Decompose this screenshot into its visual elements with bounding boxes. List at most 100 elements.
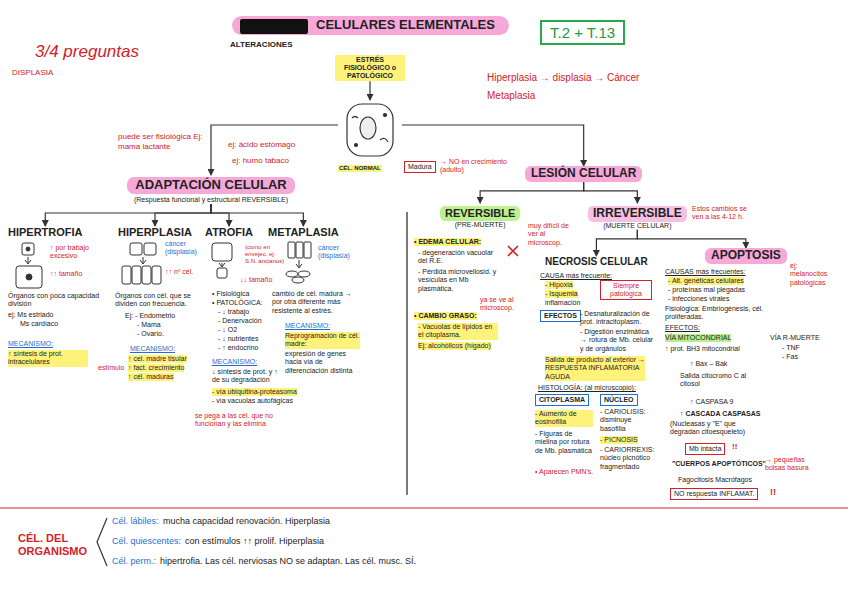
margin-note: Estos cambios se ven a las 4-12 h. [692, 205, 754, 222]
connector-arrow [211, 204, 303, 226]
body-text: cáncer (displasia) [165, 240, 205, 257]
margin-note: ej: humo tabaco [232, 156, 289, 166]
branch-heading: ADAPTACIÓN CELULAR(Respuesta funcional y… [112, 175, 310, 204]
margin-note: ↓↓ tamaño [240, 276, 272, 284]
blue-box: NÚCLEO [600, 394, 638, 406]
body-text: ↑ cel. madre tisular [128, 355, 187, 363]
node-title: Madura [408, 163, 432, 171]
body-text: Salida de producto al exterior → RESPUES… [545, 356, 645, 381]
body-text: - proteínas mal plegadas [668, 286, 745, 294]
footer-rule [0, 508, 848, 509]
topic-box: T.2 + T.13 [540, 20, 625, 45]
body-text: - vía vacuolas autofágicas [212, 397, 293, 405]
red-box: Madura [404, 161, 436, 173]
normal-cell-drawing [347, 104, 393, 156]
body-text: expresión de genes hacia vía de diferenc… [285, 350, 360, 375]
connector-arrow [480, 182, 584, 203]
node-title: IRREVERSIBLE [588, 206, 687, 222]
blue-box: EFECTOS [540, 310, 581, 322]
body-text: - Isquemia [545, 290, 578, 298]
normal-cell: CÉL. NORMAL [338, 100, 402, 172]
body-text: - Mama [137, 321, 161, 329]
body-text: - Digestión enzimática → rotura de Mb. c… [580, 328, 655, 353]
body-text: inflamación [545, 299, 580, 307]
margin-note: (como en envejec. ej: S.N. ancianos) [245, 244, 285, 266]
body-text: MECANISMO: [285, 322, 330, 330]
body-text: VÍA R-MUERTE [770, 334, 820, 342]
red-cross [508, 246, 518, 256]
node-title: NÚCLEO [604, 396, 634, 404]
blue-box: CITOPLASMA [535, 394, 589, 406]
body-text: Ej: alcohólicos (hígado) [418, 342, 491, 350]
body-text: EFECTOS: [665, 324, 700, 332]
subtype-heading: NECROSIS CELULAR [545, 256, 648, 268]
stress-note: ESTRÉS FISIOLÓGICO o PATOLÓGICO [335, 55, 405, 81]
node-title: CÉL. NORMAL [338, 165, 382, 172]
redaction-bar [240, 19, 308, 34]
body-text: ↑ prot. BH3 mitocondrial [665, 345, 740, 353]
body-text: - degeneración vacuolar del R.E. [418, 249, 503, 266]
bracket [97, 518, 107, 566]
red-box: Siempre patológica [600, 280, 652, 300]
connector-arrow [369, 81, 370, 100]
connector-arrow [211, 125, 338, 175]
margin-note: • Aparecen PMN's. [535, 468, 593, 476]
body-text: - ↑ endocrino [218, 344, 258, 352]
body-text: Cél. perm.: [112, 556, 156, 567]
connector-arrow [211, 204, 229, 226]
margin-note: CÉL. DEL ORGANISMO [18, 532, 90, 558]
body-text: ↑ CASPASA 9 [690, 398, 733, 406]
body-text: cáncer (displasia) [318, 244, 356, 261]
node-title: CITOPLASMA [539, 396, 585, 404]
body-text: (Nucleasas y "E" que degradan citoesquel… [670, 420, 765, 437]
margin-note: ej: melanocitos patológicas [790, 262, 835, 287]
body-text: Órganos con poca capacidad división [8, 292, 103, 309]
margin-note: !! [770, 487, 776, 498]
body-text: - Ovario. [137, 330, 164, 338]
margin-note: → NO en crecimiento (adulto) [440, 158, 515, 175]
body-text: Ms cardíaco [20, 320, 58, 328]
type-heading: HIPERTROFIA [8, 226, 83, 239]
body-text: • CAMBIO GRASO: [414, 312, 477, 320]
body-text: hipertrofia. Las cél. nerviosas NO se ad… [160, 556, 416, 567]
section-divider [406, 212, 407, 495]
margin-note: muy difícil de ver al microscop. [528, 222, 578, 247]
body-text: CAUSAS más frecuentes: [665, 268, 746, 276]
body-text: cambio de cél. madura → por otra diferen… [272, 290, 352, 315]
body-text: MECANISMO: [130, 345, 175, 353]
type-heading: METAPLASIA [268, 226, 339, 239]
body-text: - Figuras de mielina por rotura de Mb. p… [535, 430, 593, 455]
body-text: con estímulos ↑↑ prolif. Hiperplasia [185, 536, 324, 547]
body-text: - PICNOSIS [600, 436, 638, 444]
red-box: NO respuesta INFLAMAT. [670, 488, 758, 500]
margin-note: ↑↑ tamaño [50, 270, 82, 278]
body-text: Reprogramación de cél. madre: [285, 332, 360, 349]
body-text: ↑ síntesis de prot. intracelulares [8, 350, 88, 367]
body-text: HISTOLOGÍA: (al microscopio): [538, 384, 636, 392]
node-body: (MUERTE CELULAR) [588, 222, 687, 230]
connector-arrow [596, 230, 637, 256]
body-text: - TNF [782, 344, 800, 352]
body-text: • Fisiológica [212, 290, 249, 298]
body-text: • PATOLÓGICA: [212, 299, 263, 307]
node-title: METAPLASIA [268, 226, 339, 239]
type-heading: ATROFIA [205, 226, 253, 239]
body-text: - CARIORREXIS: núcleo picnótico fragment… [600, 446, 658, 471]
margin-note: → pequeñas bolsas basura [765, 456, 825, 473]
body-text: - ↓ O2 [218, 326, 237, 334]
body-text: - Vacuolas de lípidos en el citoplasma. [418, 323, 498, 340]
node-title: APOPTOSIS [711, 249, 781, 263]
node-title: ESTRÉS FISIOLÓGICO o PATOLÓGICO [335, 55, 405, 81]
body-text: - ↓ nutrientes [218, 335, 258, 343]
body-text: ej: Ms estriado [8, 311, 54, 319]
node-title: NO respuesta INFLAMAT. [674, 490, 754, 498]
connector-arrow [637, 230, 746, 248]
body-text: VÍA MITOCONDRIAL [665, 334, 731, 342]
connector-arrow [584, 182, 638, 203]
branch-heading: LESIÓN CELULAR [525, 166, 642, 182]
margin-note: ej: ácido estómago [228, 140, 295, 150]
node-title: EFECTOS [544, 312, 577, 320]
body-text: ↑ Bax – Bak [690, 360, 727, 368]
body-text: - vía ubiquitina-proteasoma [212, 388, 297, 396]
